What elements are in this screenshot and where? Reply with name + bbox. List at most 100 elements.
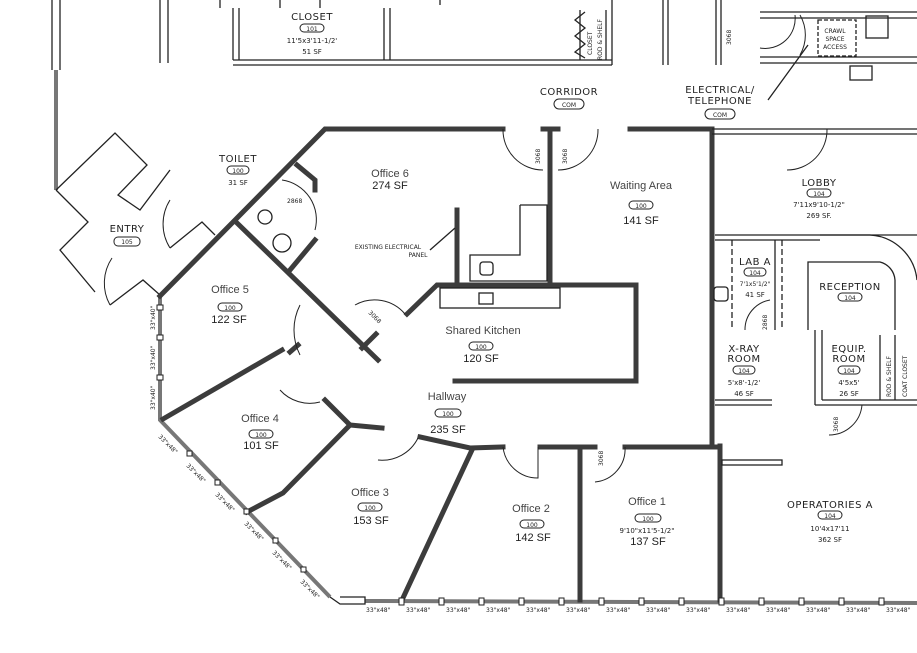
svg-text:3068: 3068 (833, 417, 840, 432)
svg-text:100: 100 (255, 432, 267, 439)
svg-text:33"x48": 33"x48" (486, 607, 511, 614)
svg-text:33"x40": 33"x40" (150, 385, 157, 410)
corridor-label: CORRIDOR COM (540, 87, 598, 110)
svg-text:COM: COM (713, 112, 727, 119)
svg-text:46 SF: 46 SF (734, 390, 754, 398)
svg-text:ELECTRICAL/: ELECTRICAL/ (685, 85, 755, 96)
svg-text:33"x48": 33"x48" (886, 607, 911, 614)
svg-text:33"x48": 33"x48" (806, 607, 831, 614)
office-walls (156, 126, 723, 604)
svg-text:33"x48": 33"x48" (214, 491, 236, 513)
lobby-label: LOBBY 104 7'11x9'10-1/2" 269 SF. (793, 178, 845, 220)
svg-text:362 SF: 362 SF (818, 536, 842, 544)
svg-text:ROOM: ROOM (832, 354, 865, 365)
svg-text:10'4x17'11: 10'4x17'11 (810, 525, 849, 533)
svg-text:137 SF: 137 SF (630, 536, 666, 548)
operatories-label: OPERATORIES A 104 10'4x17'11 362 SF (787, 500, 872, 544)
svg-text:33"x48": 33"x48" (766, 607, 791, 614)
room-office-4[interactable]: Office 4 100 101 SF (241, 413, 279, 452)
svg-text:Office 3: Office 3 (351, 487, 389, 499)
svg-text:269 SF.: 269 SF. (806, 212, 831, 220)
svg-text:104: 104 (749, 270, 761, 277)
svg-text:26 SF: 26 SF (839, 390, 859, 398)
svg-text:101 SF: 101 SF (243, 440, 279, 452)
svg-text:153 SF: 153 SF (353, 515, 389, 527)
svg-text:100: 100 (635, 203, 647, 210)
kitchen-fixtures (257, 204, 561, 309)
svg-text:3068: 3068 (598, 451, 605, 466)
svg-text:100: 100 (364, 505, 376, 512)
svg-text:274 SF: 274 SF (372, 180, 408, 192)
svg-text:Shared Kitchen: Shared Kitchen (445, 325, 520, 337)
entry-vestibule (55, 132, 216, 306)
coat-closet-label: ROD & SHELF COAT CLOSET (886, 355, 909, 397)
crawl-space-label: CRAWL SPACE ACCESS (823, 28, 847, 51)
room-waiting-area[interactable]: Waiting Area 100 141 SF (610, 180, 673, 227)
svg-text:33"x48": 33"x48" (646, 607, 671, 614)
entry-label: ENTRY 105 (110, 224, 145, 247)
svg-text:104: 104 (844, 295, 856, 302)
svg-text:100: 100 (442, 411, 454, 418)
room-office-3[interactable]: Office 3 100 153 SF (351, 487, 389, 527)
svg-text:COM: COM (562, 102, 576, 109)
svg-text:33"x40": 33"x40" (150, 345, 157, 370)
reception-label: RECEPTION 104 (819, 282, 880, 302)
svg-text:7'1x5'1/2": 7'1x5'1/2" (740, 281, 771, 288)
upper-legacy-walls (51, 0, 917, 190)
svg-text:3068: 3068 (726, 30, 733, 45)
toilet-label: TOILET 100 31 SF (218, 154, 257, 187)
svg-text:SPACE: SPACE (825, 36, 844, 43)
equip-room-label: EQUIP. ROOM 104 4'5x5' 26 SF (831, 344, 866, 398)
svg-text:33"x48": 33"x48" (271, 549, 293, 571)
svg-text:33"x48": 33"x48" (185, 462, 207, 484)
svg-text:ACCESS: ACCESS (823, 44, 847, 51)
svg-text:ROD & SHELF: ROD & SHELF (597, 19, 604, 60)
svg-text:33"x48": 33"x48" (446, 607, 471, 614)
svg-text:CRAWL: CRAWL (824, 28, 846, 35)
svg-text:2868: 2868 (762, 315, 769, 330)
svg-text:105: 105 (121, 239, 133, 246)
closet-rod-shelf-label: CLOSET ROD & SHELF (587, 19, 604, 60)
svg-text:33"x40": 33"x40" (150, 305, 157, 330)
svg-text:100: 100 (224, 305, 236, 312)
svg-text:33"x48": 33"x48" (566, 607, 591, 614)
svg-text:Office 2: Office 2 (512, 503, 550, 515)
svg-text:120 SF: 120 SF (463, 353, 499, 365)
svg-text:CORRIDOR: CORRIDOR (540, 87, 598, 98)
svg-text:3068: 3068 (367, 309, 383, 325)
svg-text:41 SF: 41 SF (745, 291, 765, 299)
svg-text:LOBBY: LOBBY (802, 178, 837, 189)
svg-text:33"x48": 33"x48" (726, 607, 751, 614)
room-office-5[interactable]: Office 5 100 122 SF (211, 284, 249, 326)
room-office-6[interactable]: Office 6 274 SF (371, 168, 409, 192)
svg-text:Waiting Area: Waiting Area (610, 180, 673, 192)
svg-text:33"x48": 33"x48" (526, 607, 551, 614)
svg-text:33"x48": 33"x48" (243, 520, 265, 542)
right-legacy-rooms (712, 128, 917, 466)
svg-text:51 SF: 51 SF (302, 48, 322, 56)
room-shared-kitchen[interactable]: Shared Kitchen 100 120 SF (445, 325, 520, 365)
room-office-1[interactable]: Office 1 100 9'10"x11'5-1/2" 137 SF (620, 496, 675, 548)
svg-text:X-RAY: X-RAY (728, 344, 760, 355)
svg-text:7'11x9'10-1/2": 7'11x9'10-1/2" (793, 201, 845, 209)
svg-text:PANEL: PANEL (409, 252, 429, 259)
svg-text:3068: 3068 (535, 149, 542, 164)
svg-text:9'10"x11'5-1/2": 9'10"x11'5-1/2" (620, 527, 675, 535)
svg-text:Office 6: Office 6 (371, 168, 409, 180)
room-hallway[interactable]: Hallway 100 235 SF (428, 391, 467, 436)
svg-text:141 SF: 141 SF (623, 215, 659, 227)
svg-text:ENTRY: ENTRY (110, 224, 145, 235)
door-swings (279, 128, 828, 483)
svg-text:ROOM: ROOM (727, 354, 760, 365)
room-office-2[interactable]: Office 2 100 142 SF (512, 503, 551, 544)
svg-text:33"x48": 33"x48" (366, 607, 391, 614)
window-tags: 33"x40" 33"x40" 33"x40" 33"x48" 33"x48" … (150, 305, 911, 614)
svg-text:Hallway: Hallway (428, 391, 467, 403)
svg-text:LAB A: LAB A (739, 257, 771, 268)
svg-text:TELEPHONE: TELEPHONE (687, 96, 752, 107)
svg-text:104: 104 (824, 513, 836, 520)
svg-text:11'5x3'11-1/2': 11'5x3'11-1/2' (287, 37, 338, 45)
svg-text:33"x48": 33"x48" (846, 607, 871, 614)
